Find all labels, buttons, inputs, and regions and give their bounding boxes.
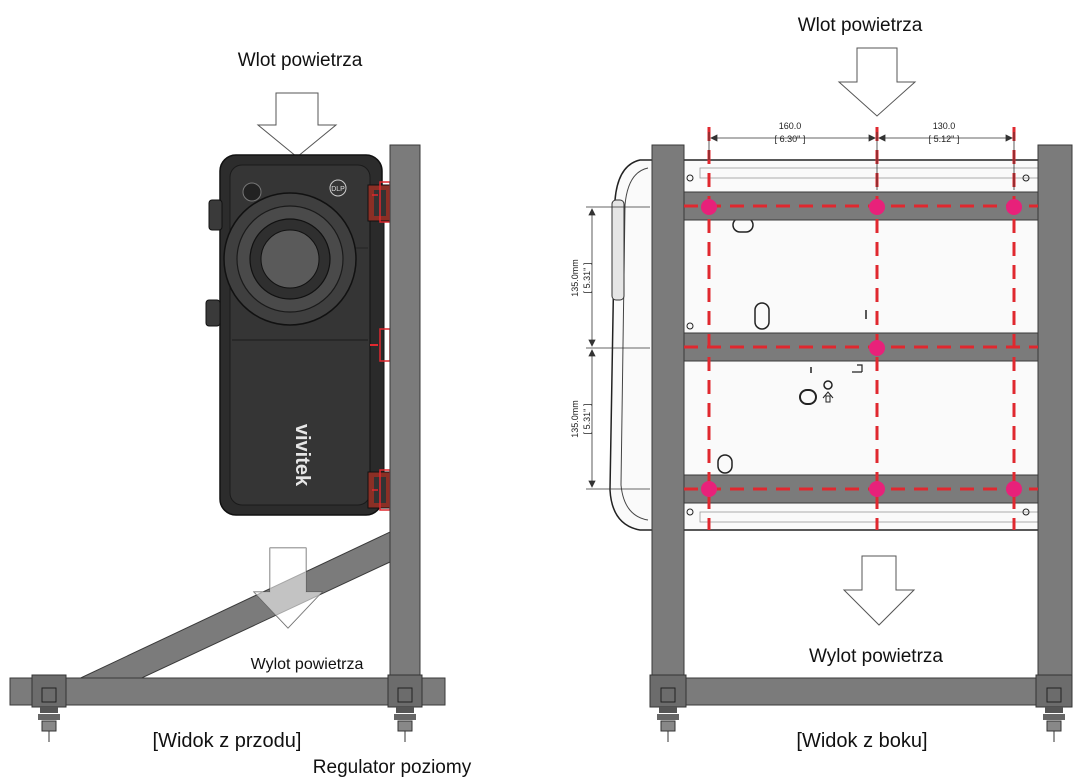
dim-160-inch: [ 6.30" ] <box>775 134 806 144</box>
mount-point <box>1006 481 1022 497</box>
front-leveler-right-icon <box>394 707 416 742</box>
side-leveler-left-icon <box>657 707 679 742</box>
front-air-outlet-label: Wylot powietrza <box>251 656 364 673</box>
side-view: Wlot powietrza <box>570 15 1073 752</box>
dim-135-lower-inch: [ 5.31" ] <box>582 404 592 435</box>
svg-text:DLP: DLP <box>331 186 345 193</box>
ir-sensor-icon <box>242 182 262 202</box>
side-air-outlet-arrow <box>842 555 916 626</box>
dim-135-lower-mm: 135.0mm <box>570 400 580 438</box>
leveler-label: Regulator poziomy <box>313 757 472 778</box>
side-view-caption: [Widok z boku] <box>796 730 927 752</box>
top-dimensions <box>708 132 1015 190</box>
mount-point <box>1006 199 1022 215</box>
side-air-inlet-label: Wlot powietrza <box>798 15 923 36</box>
front-view-caption: [Widok z przodu] <box>153 730 302 752</box>
front-view: Wlot powietrza DLP vivitek <box>9 50 472 778</box>
dim-130-inch: [ 5.12" ] <box>929 134 960 144</box>
mounting-points <box>701 199 1022 497</box>
mount-point <box>869 199 885 215</box>
side-mounting-frame <box>649 144 1073 708</box>
front-leveler-left-icon <box>38 707 60 742</box>
dim-160-mm: 160.0 <box>779 121 802 131</box>
mount-point <box>701 481 717 497</box>
projector-front-body: DLP vivitek <box>205 154 385 516</box>
front-air-inlet-label: Wlot powietrza <box>238 50 363 71</box>
mount-point <box>869 481 885 497</box>
mounting-guide-lines <box>684 127 1038 530</box>
mount-point <box>869 340 885 356</box>
vivitek-logo: vivitek <box>291 424 313 487</box>
side-air-inlet-arrow <box>837 47 917 117</box>
side-air-outlet-label: Wylot powietrza <box>809 646 943 667</box>
dim-130-mm: 130.0 <box>933 121 956 131</box>
mount-point <box>701 199 717 215</box>
front-mounting-frame <box>9 144 446 708</box>
dim-135-upper-inch: [ 5.31" ] <box>582 263 592 294</box>
dlp-logo-icon: DLP <box>329 179 347 197</box>
left-dimensions <box>586 206 650 490</box>
front-air-inlet-arrow <box>256 92 338 158</box>
side-leveler-right-icon <box>1043 707 1065 742</box>
dim-135-upper-mm: 135.0mm <box>570 259 580 297</box>
